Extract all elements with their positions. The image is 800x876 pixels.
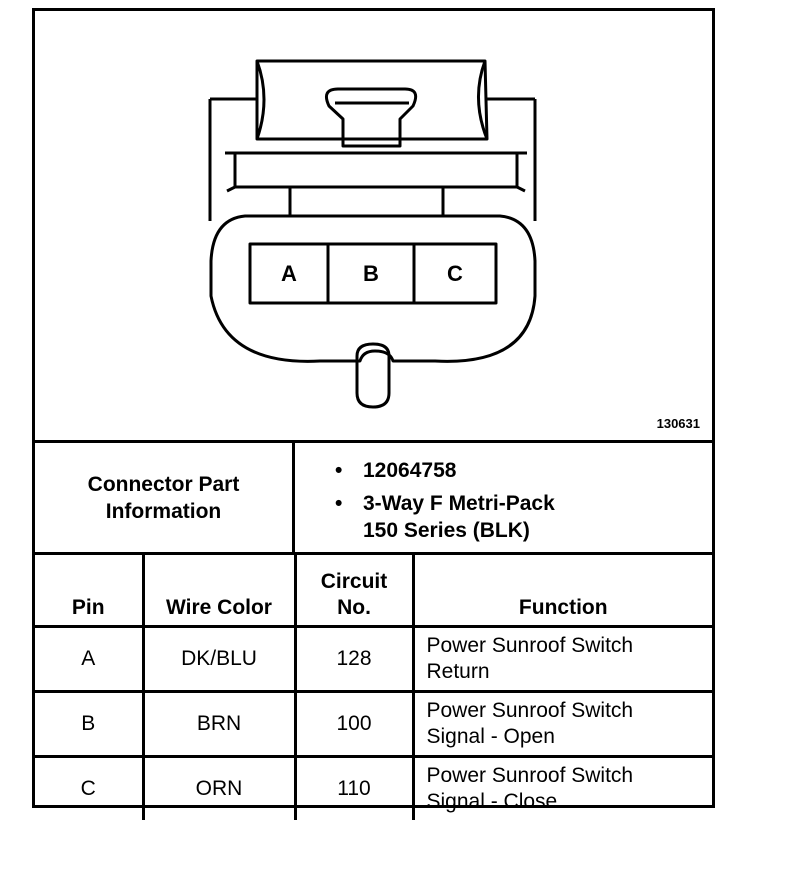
header-pin: Pin bbox=[35, 555, 145, 628]
latch-block bbox=[255, 59, 489, 141]
cell-circuit: 128 bbox=[293, 625, 415, 693]
connector-part-info-row: Connector Part Information • 12064758 • … bbox=[35, 443, 712, 555]
cell-pin: C bbox=[35, 755, 145, 820]
connector-rail bbox=[233, 151, 519, 189]
cell-pin: A bbox=[35, 625, 145, 693]
cell-circuit: 100 bbox=[293, 690, 415, 758]
connector-part-info-list: • 12064758 • 3-Way F Metri-Pack 150 Seri… bbox=[335, 457, 555, 550]
function-line2: Signal - Open bbox=[426, 725, 555, 748]
info-label-line2: Information bbox=[105, 499, 222, 523]
cell-function: Power Sunroof Switch Signal - Close bbox=[411, 755, 712, 820]
connector-illustration: A B C bbox=[208, 59, 537, 409]
table-row: B BRN 100 Power Sunroof Switch Signal - … bbox=[35, 690, 712, 758]
cell-wire-color: DK/BLU bbox=[141, 625, 297, 693]
function-line2: Return bbox=[426, 660, 490, 683]
connector-diagram: A B C 130631 bbox=[35, 11, 712, 443]
cell-wire-color: BRN bbox=[141, 690, 297, 758]
function-line1: Power Sunroof Switch bbox=[426, 699, 634, 722]
info-item-line: 12064758 bbox=[363, 459, 457, 482]
cell-function: Power Sunroof Switch Return bbox=[411, 625, 712, 693]
header-circuit-line2: No. bbox=[337, 596, 371, 619]
info-item-part-number: • 12064758 bbox=[335, 457, 555, 484]
connector-face bbox=[209, 214, 537, 363]
locking-nub bbox=[355, 342, 391, 409]
table-row: C ORN 110 Power Sunroof Switch Signal - … bbox=[35, 755, 712, 820]
pin-table-header: Pin Wire Color Circuit No. Function bbox=[35, 555, 712, 628]
header-circuit: Circuit No. bbox=[293, 555, 415, 628]
bullet-icon: • bbox=[335, 492, 343, 515]
function-line1: Power Sunroof Switch bbox=[426, 764, 634, 787]
cell-function: Power Sunroof Switch Signal - Open bbox=[411, 690, 712, 758]
table-row: A DK/BLU 128 Power Sunroof Switch Return bbox=[35, 625, 712, 693]
function-line1: Power Sunroof Switch bbox=[426, 634, 634, 657]
info-item-connector-type: • 3-Way F Metri-Pack 150 Series (BLK) bbox=[335, 490, 555, 544]
info-label-line1: Connector Part bbox=[87, 472, 240, 496]
function-line2: Signal - Close bbox=[426, 790, 558, 813]
bullet-icon: • bbox=[335, 459, 343, 482]
connector-back-wall bbox=[208, 97, 537, 221]
pin-cavity-c bbox=[412, 242, 498, 305]
pin-label-b: B bbox=[363, 261, 379, 286]
info-item-line: 3-Way F Metri-Pack bbox=[363, 492, 555, 515]
connector-info-frame: A B C 130631 Connector Part Information … bbox=[32, 8, 715, 820]
header-circuit-line1: Circuit bbox=[320, 570, 388, 593]
figure-id: 130631 bbox=[656, 416, 700, 431]
cell-wire-color: ORN bbox=[141, 755, 297, 820]
header-wire-color: Wire Color bbox=[141, 555, 297, 628]
pin-label-a: A bbox=[281, 261, 297, 286]
connector-part-info-label: Connector Part Information bbox=[35, 443, 295, 552]
info-item-line: 150 Series (BLK) bbox=[363, 519, 530, 542]
pin-label-c: C bbox=[447, 261, 463, 286]
pin-table: Pin Wire Color Circuit No. Function A DK… bbox=[35, 555, 712, 820]
cell-circuit: 110 bbox=[293, 755, 415, 820]
cell-pin: B bbox=[35, 690, 145, 758]
latch-tab bbox=[325, 87, 418, 148]
header-function: Function bbox=[411, 555, 712, 628]
